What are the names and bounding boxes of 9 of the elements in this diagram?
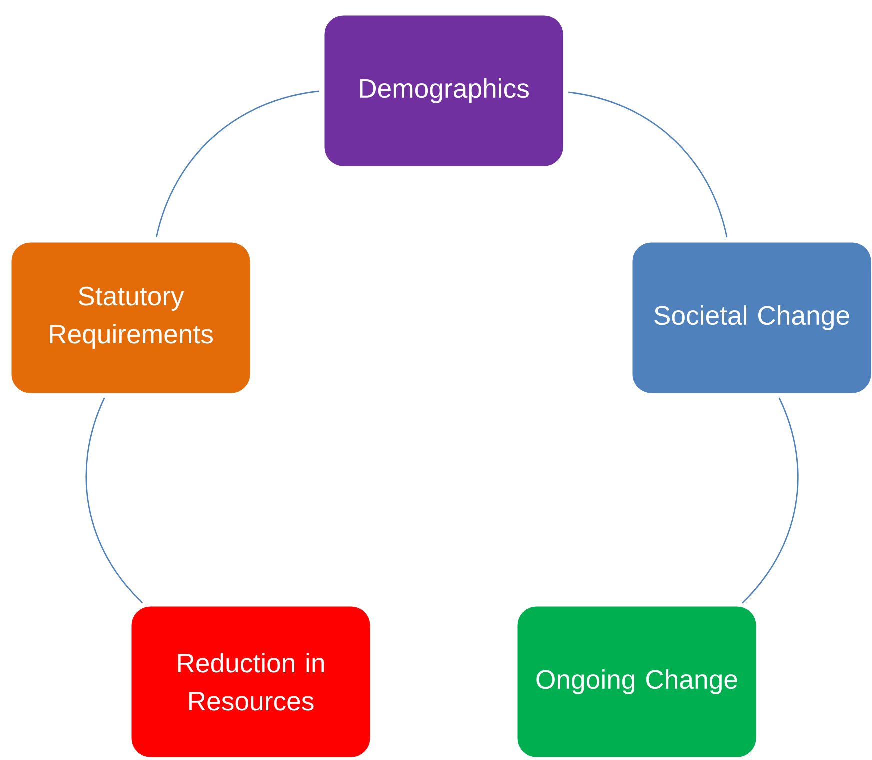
process-box: Ongoing Change bbox=[518, 606, 756, 758]
connector-arc bbox=[86, 398, 144, 604]
process-box: Demographics bbox=[324, 16, 564, 166]
connector-arc bbox=[156, 90, 320, 238]
process-box: Statutory Requirements bbox=[12, 242, 250, 394]
process-box: Societal Change bbox=[632, 242, 872, 394]
connector-arc bbox=[742, 398, 799, 604]
process-box: Reduction in Resources bbox=[132, 606, 370, 758]
connector-arc bbox=[568, 92, 728, 238]
